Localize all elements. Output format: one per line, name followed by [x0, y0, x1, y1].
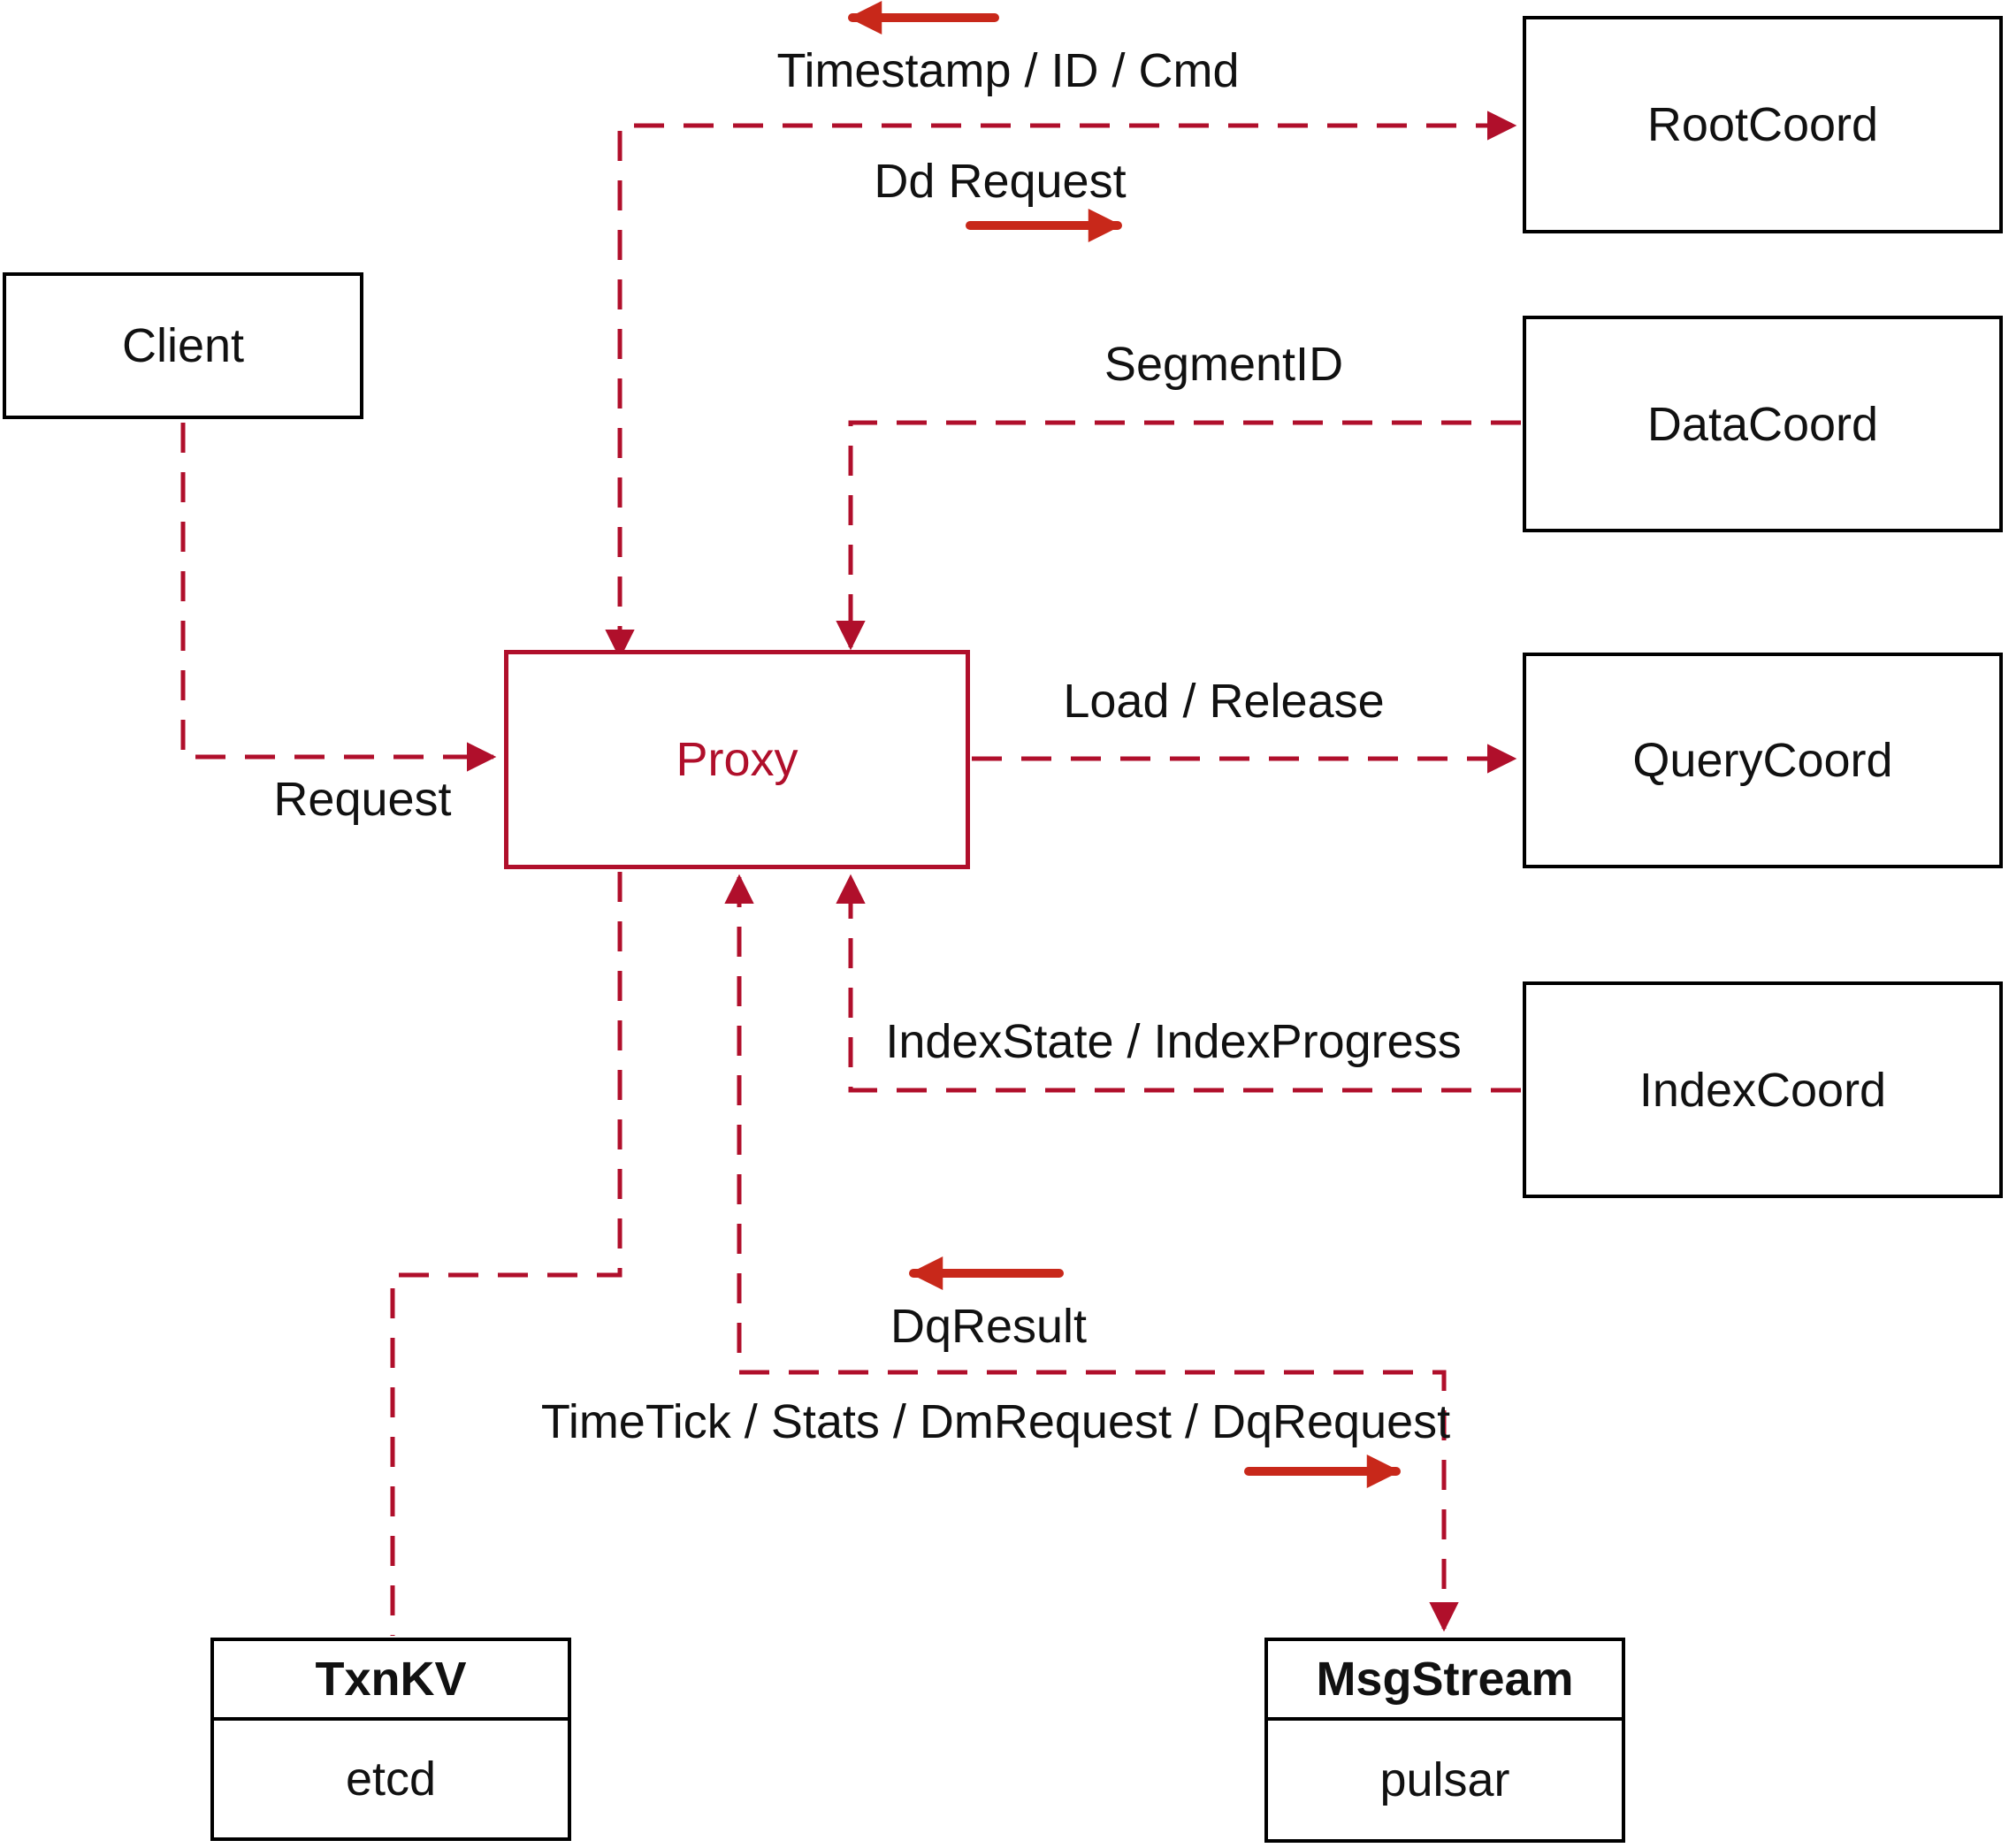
node-indexcoord: IndexCoord	[1523, 981, 2003, 1198]
node-proxy: Proxy	[504, 650, 970, 869]
edge-label-request: Request	[273, 772, 452, 826]
edge-label-index-state: IndexState / IndexProgress	[885, 1014, 1462, 1068]
edge-proxy-msgstream	[724, 874, 1459, 1632]
node-client: Client	[3, 272, 363, 419]
edge-datacoord-to-proxy	[836, 420, 1521, 651]
node-rootcoord: RootCoord	[1523, 16, 2003, 233]
edge-label-dd-request: Dd Request	[874, 154, 1127, 208]
edge-label-timestamp-id-cmd: Timestamp / ID / Cmd	[776, 43, 1240, 97]
edge-label-load-release: Load / Release	[1063, 674, 1385, 728]
node-txnkv-subtitle: etcd	[345, 1753, 437, 1806]
node-txnkv-title: TxnKV	[214, 1641, 568, 1721]
node-txnkv: TxnKV etcd	[210, 1638, 571, 1841]
edge-label-timetick: TimeTick / Stats / DmRequest / DqRequest	[540, 1394, 1451, 1448]
edge-label-dq-result: DqResult	[890, 1299, 1088, 1353]
node-indexcoord-label: IndexCoord	[1639, 1063, 1887, 1117]
edge-proxy-to-txnkv	[390, 872, 623, 1636]
node-msgstream-title: MsgStream	[1268, 1641, 1622, 1721]
node-rootcoord-label: RootCoord	[1646, 98, 1879, 151]
node-querycoord-label: QueryCoord	[1632, 734, 1893, 787]
node-client-label: Client	[121, 319, 245, 372]
edge-client-to-proxy	[180, 423, 497, 772]
node-msgstream-subtitle: pulsar	[1379, 1753, 1510, 1806]
node-datacoord-label: DataCoord	[1646, 397, 1879, 451]
node-msgstream: MsgStream pulsar	[1264, 1638, 1625, 1843]
edge-proxy-rootcoord	[605, 111, 1517, 660]
edge-label-segment-id: SegmentID	[1104, 337, 1344, 391]
node-proxy-label: Proxy	[676, 733, 798, 786]
node-datacoord: DataCoord	[1523, 316, 2003, 532]
node-querycoord: QueryCoord	[1523, 653, 2003, 868]
